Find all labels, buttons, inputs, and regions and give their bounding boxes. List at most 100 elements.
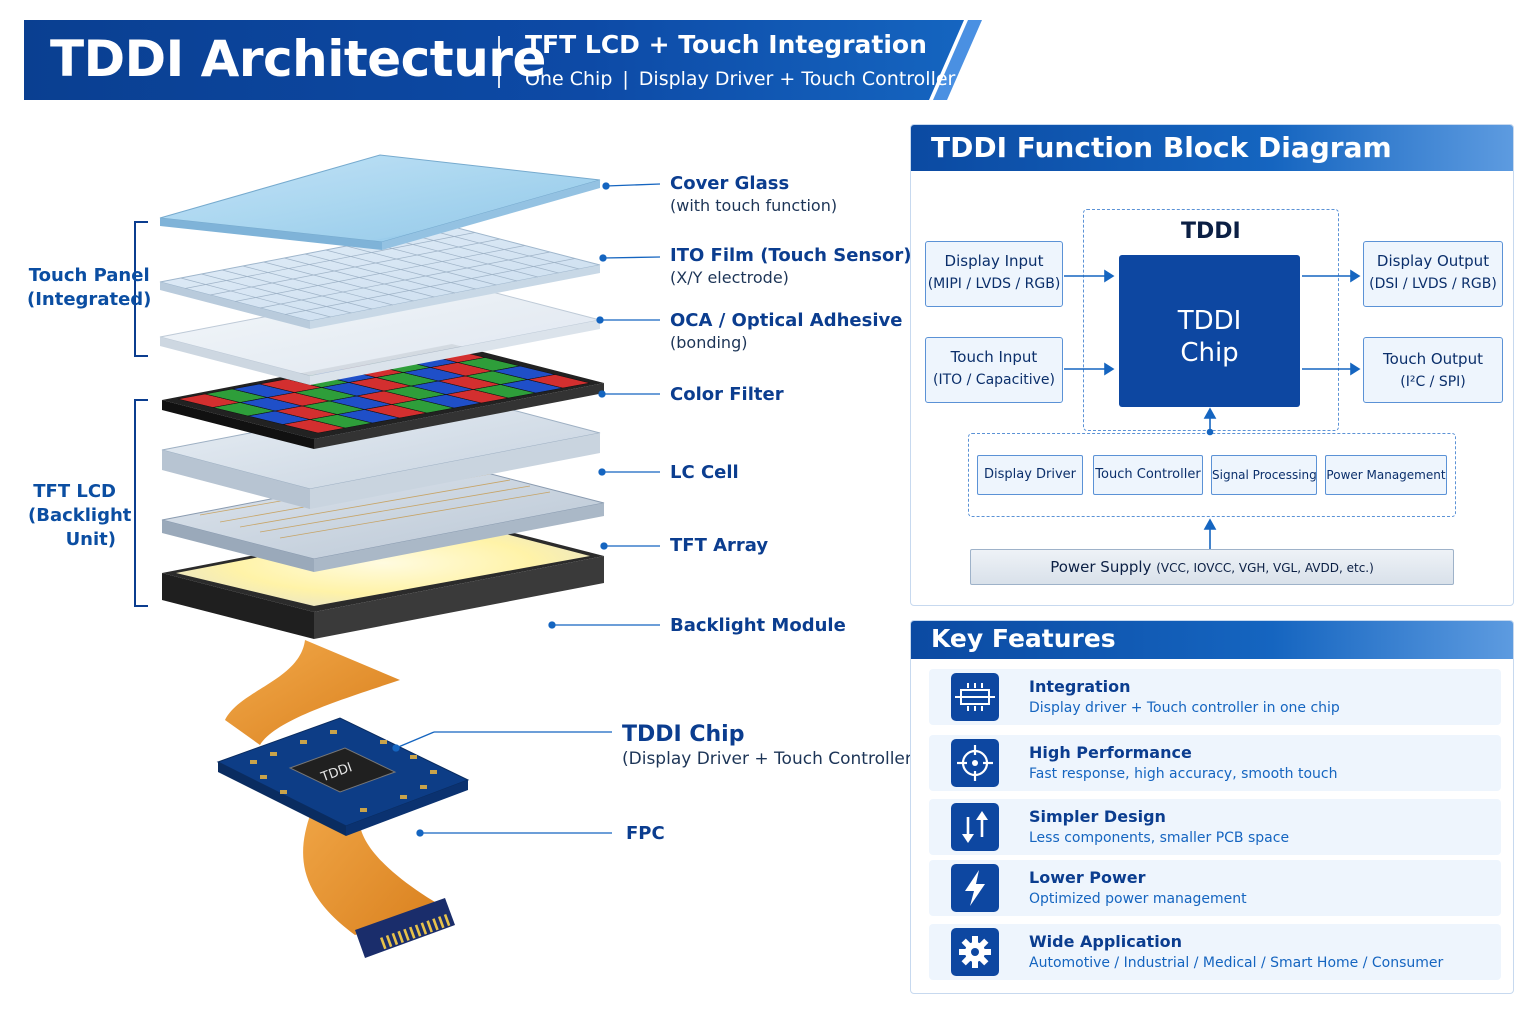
feature-lower-power-desc: Optimized power management [1029, 891, 1247, 907]
label-tddi-chip: TDDI Chip (Display Driver + Touch Contro… [622, 722, 919, 769]
title-separator [498, 36, 500, 88]
label-ito-film-title: ITO Film (Touch Sensor) [670, 245, 912, 266]
cover-glass-layer [159, 154, 601, 250]
pcb-component [380, 740, 387, 744]
label-cover-glass-sub: (with touch function) [670, 196, 838, 215]
fpc-pin [409, 926, 416, 939]
key-features-panel: Key Features Integration Display driver … [910, 620, 1514, 994]
pcb-component [400, 795, 407, 799]
feature-integration-desc: Display driver + Touch controller in one… [1029, 700, 1340, 716]
tddi-chip-line2: Chip [1180, 338, 1239, 368]
gear-icon [951, 928, 999, 976]
label-cover-glass-title: Cover Glass [670, 173, 790, 194]
sub-block-touch-controller: Touch Controller [1093, 455, 1203, 495]
feature-integration: Integration Display driver + Touch contr… [929, 669, 1501, 725]
page-tagline: One Chip|Display Driver + Touch Controll… [525, 68, 955, 90]
feature-wide-application-desc: Automotive / Industrial / Medical / Smar… [1029, 955, 1444, 971]
display-input-title: Display Input [944, 252, 1044, 270]
ito-grid-line [234, 245, 526, 302]
label-lc-cell: LC Cell [670, 462, 739, 483]
feature-lower-power-title: Lower Power [1029, 868, 1146, 887]
label-tddi-chip-title: TDDI Chip [622, 722, 745, 747]
backlight-module-layer [162, 517, 604, 639]
pcb-component [280, 790, 287, 794]
key-features-header: Key Features [911, 621, 1513, 659]
group-label-touch-panel-line2: (Integrated) [27, 289, 152, 310]
feature-simpler-design-desc: Less components, smaller PCB space [1029, 830, 1290, 846]
pcb-component [410, 755, 417, 759]
tddi-label: TDDI [1181, 219, 1241, 244]
key-features-title: Key Features [931, 624, 1116, 653]
pcb-component [430, 770, 437, 774]
color-filter-cell [527, 374, 591, 389]
touch-output-block: Touch Output (I²C / SPI) [1363, 337, 1503, 403]
tddi-chip-pcb: TDDI [216, 717, 470, 836]
fpc-pin [379, 937, 387, 950]
lightning-icon [951, 864, 999, 912]
label-oca: OCA / Optical Adhesive (bonding) [670, 310, 902, 352]
fpc-pin [432, 918, 439, 931]
oca-adhesive-layer [159, 280, 601, 385]
label-oca-title: OCA / Optical Adhesive [670, 310, 903, 331]
fpc-pin [420, 922, 428, 935]
feature-integration-title: Integration [1029, 677, 1131, 696]
feature-high-performance: High Performance Fast response, high acc… [929, 735, 1501, 791]
group-label-tft-lcd-line3: Unit) [65, 529, 116, 550]
pcb-component [360, 808, 367, 812]
header-banner: TDDI Architecture TFT LCD + Touch Integr… [24, 20, 1024, 100]
fpc-pin [385, 935, 393, 948]
label-ito-film: ITO Film (Touch Sensor) (X/Y electrode) [670, 245, 911, 287]
group-brackets [134, 221, 148, 607]
label-tft-array: TFT Array [670, 535, 768, 556]
display-input-sub: (MIPI / LVDS / RGB) [927, 276, 1061, 292]
power-supply-title: Power Supply [1050, 558, 1152, 576]
tagline-one-chip: One Chip [525, 68, 613, 90]
label-lc-cell-title: LC Cell [670, 462, 739, 483]
color-filter-layer [162, 344, 604, 449]
label-fpc: FPC [626, 823, 665, 844]
ito-grid-line [284, 258, 576, 315]
up-down-arrows-icon [951, 803, 999, 851]
block-diagram-panel: TDDI Function Block Diagram TDDI TDDI Ch… [910, 124, 1514, 606]
display-input-block: Display Input (MIPI / LVDS / RGB) [925, 241, 1063, 307]
feature-wide-application-title: Wide Application [1029, 932, 1183, 951]
sub-block-signal-processing: Signal Processing [1211, 455, 1317, 495]
banner-background [24, 20, 982, 100]
group-label-touch-panel: Touch Panel (Integrated) [27, 264, 151, 312]
group-label-tft-lcd: TFT LCD (Backlight Unit) [28, 480, 131, 552]
fpc-pin [391, 932, 399, 946]
page-subtitle: TFT LCD + Touch Integration [525, 30, 927, 59]
touch-input-block: Touch Input (ITO / Capacitive) [925, 337, 1063, 403]
fpc-pin [443, 914, 451, 927]
group-label-touch-panel-line1: Touch Panel [28, 265, 150, 286]
fpc-pin [397, 930, 404, 943]
label-backlight: Backlight Module [670, 615, 846, 636]
display-output-block: Display Output (DSI / LVDS / RGB) [1363, 241, 1503, 307]
display-output-sub: (DSI / LVDS / RGB) [1369, 276, 1497, 292]
ito-grid-line [184, 232, 476, 289]
touch-output-sub: (I²C / SPI) [1400, 374, 1466, 390]
tddi-chip-line1: TDDI [1177, 306, 1242, 336]
tagline-driver-touch: Display Driver + Touch Controller [638, 68, 956, 90]
feature-lower-power: Lower Power Optimized power management [929, 860, 1501, 916]
pcb-component [270, 752, 277, 756]
pcb-component [330, 730, 337, 734]
target-icon [951, 739, 999, 787]
pcb-component [260, 775, 267, 779]
feature-simpler-design-title: Simpler Design [1029, 807, 1166, 826]
label-color-filter-title: Color Filter [670, 384, 784, 405]
exploded-layer-stack: TDDI [134, 154, 661, 958]
fpc-pin [414, 924, 422, 937]
tft-array-layer [161, 463, 605, 572]
label-ito-film-sub: (X/Y electrode) [670, 268, 789, 287]
sub-block-power-management: Power Management [1325, 455, 1447, 495]
label-tft-array-title: TFT Array [670, 535, 769, 556]
page-title: TDDI Architecture [50, 30, 546, 88]
chip-icon [951, 673, 999, 721]
tddi-chip-block: TDDI Chip [1119, 255, 1300, 407]
fpc-pin [438, 916, 445, 929]
fpc-pin [403, 928, 410, 941]
feature-wide-application: Wide Application Automotive / Industrial… [929, 924, 1501, 980]
sub-block-display-driver: Display Driver [977, 455, 1083, 495]
feature-high-performance-title: High Performance [1029, 743, 1192, 762]
